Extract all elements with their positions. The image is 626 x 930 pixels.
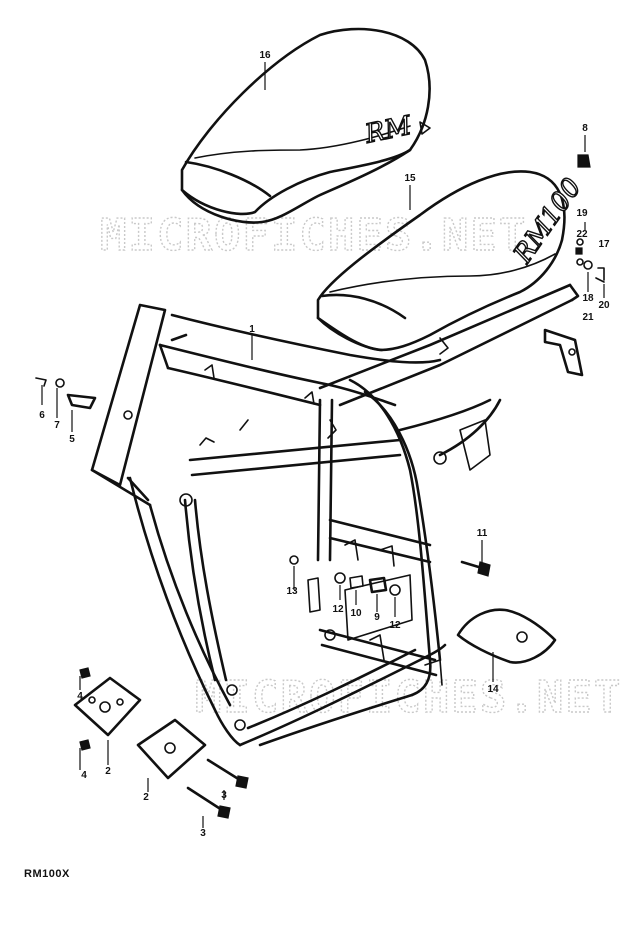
- callout-2a: 2: [105, 766, 111, 777]
- model-label: RM100X: [24, 868, 70, 880]
- callout-13: 13: [286, 586, 298, 597]
- nut-19: [575, 247, 583, 255]
- spacer-10: [349, 575, 364, 589]
- washer-18: [583, 260, 593, 270]
- callout-12a: 12: [332, 604, 344, 615]
- main-frame: [90, 283, 584, 747]
- callout-17: 17: [598, 239, 610, 250]
- nut-8: [577, 154, 591, 168]
- callout-18: 18: [582, 293, 594, 304]
- nut-4b: [79, 739, 91, 751]
- guard-14: [456, 608, 557, 664]
- callout-15: 15: [404, 173, 416, 184]
- engine-mount-plate-2a: [73, 676, 142, 737]
- seat-16: RM: [180, 27, 431, 224]
- washer-21: [576, 258, 584, 266]
- collar-12b: [389, 584, 401, 596]
- bracket-13: [307, 577, 321, 613]
- spacer-9: [368, 576, 388, 594]
- callout-4a: 4: [77, 691, 83, 702]
- callout-20: 20: [598, 300, 610, 311]
- screw-6: [35, 377, 47, 387]
- callout-labels: 16 15 1 8 19 22 17 18 20 21 6 7 5 11 13 …: [39, 50, 610, 839]
- callout-21: 21: [582, 312, 594, 323]
- seat-16-emblem: RM: [362, 111, 416, 150]
- callout-3a: 3: [221, 790, 227, 801]
- watermark-top: MICROFICHES.NET: [100, 210, 527, 261]
- callout-14: 14: [487, 684, 499, 695]
- seat-15: RM100: [316, 170, 588, 355]
- callout-lines: [41, 62, 605, 828]
- callout-2b: 2: [143, 792, 149, 803]
- callout-6: 6: [39, 410, 45, 421]
- bolt-11: [460, 560, 491, 577]
- bolt-20: [595, 277, 605, 283]
- mount-bolt-3a: [206, 758, 249, 789]
- callout-10: 10: [350, 608, 362, 619]
- callout-3b: 3: [200, 828, 206, 839]
- collar-12a: [334, 572, 346, 584]
- washer-22: [576, 238, 584, 246]
- watermark-bottom: MICROFICHES.NET: [195, 672, 622, 723]
- clamp-5: [66, 393, 97, 410]
- nut-13: [289, 555, 299, 565]
- mount-bolt-3b: [186, 786, 231, 819]
- callout-19: 19: [576, 208, 588, 219]
- callout-5: 5: [69, 434, 75, 445]
- callout-22: 22: [576, 229, 588, 240]
- bolt-17: [597, 267, 605, 281]
- callout-9: 9: [374, 612, 380, 623]
- washer-7: [55, 378, 65, 388]
- nut-4a: [79, 667, 91, 679]
- callout-4b: 4: [81, 770, 87, 781]
- callout-12b: 12: [389, 620, 401, 631]
- callout-7: 7: [54, 420, 60, 431]
- callout-11: 11: [477, 528, 488, 539]
- callout-8: 8: [582, 123, 588, 134]
- callout-16: 16: [259, 50, 271, 61]
- engine-mount-plate-2b: [136, 718, 207, 780]
- callout-1: 1: [249, 324, 255, 335]
